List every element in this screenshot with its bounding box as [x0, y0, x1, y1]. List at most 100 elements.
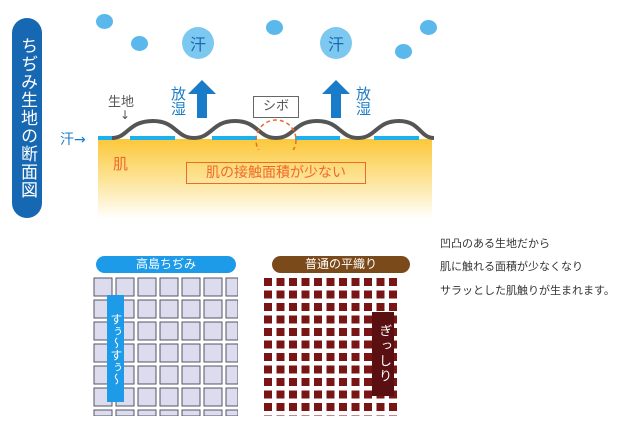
weave-cell — [339, 378, 347, 386]
weave-cell — [326, 328, 335, 336]
weave-cell — [301, 303, 310, 311]
weave-cell — [276, 390, 285, 399]
weave-cell — [339, 353, 347, 361]
weave-cell — [203, 409, 223, 416]
weave-cell — [264, 290, 272, 299]
weave-cell — [314, 278, 322, 286]
weave-cell — [137, 409, 157, 416]
weave-cell — [137, 343, 157, 363]
weave-cell — [203, 387, 223, 407]
weave-cell — [339, 278, 347, 286]
weave-cell — [326, 340, 335, 349]
weave-cell — [364, 403, 372, 411]
weave-cell — [351, 415, 360, 416]
weave-cell — [289, 365, 297, 374]
weave-cell — [159, 321, 179, 341]
weave-cell — [376, 290, 385, 299]
weave-cell — [203, 365, 223, 385]
takashima-title: 高島ちぢみ — [96, 256, 236, 273]
weave-cell — [389, 415, 397, 416]
weave-cell — [264, 278, 272, 286]
weave-cell — [314, 365, 322, 374]
weave-cell — [314, 290, 322, 299]
sweat-bubble: 汗 — [320, 27, 352, 59]
weave-cell — [225, 299, 238, 319]
weave-cell — [276, 315, 285, 324]
weave-cell — [339, 390, 347, 399]
weave-cell — [326, 415, 335, 416]
weave-cell — [389, 403, 397, 411]
weave-cell — [389, 278, 397, 286]
weave-cell — [264, 390, 272, 399]
title-pill: ちぢみ生地の断面図 — [12, 18, 42, 218]
weave-cell — [364, 278, 372, 286]
droplet — [96, 14, 113, 29]
up-arrow-icon — [322, 80, 350, 118]
weave-cell — [351, 328, 360, 336]
weave-cell — [203, 343, 223, 363]
description-line: サラッとした肌触りが生まれます。 — [440, 284, 615, 297]
weave-cell — [364, 378, 372, 386]
weave-cell — [276, 365, 285, 374]
description-line: 肌に触れる面積が少なくなり — [440, 260, 583, 273]
weave-cell — [225, 365, 238, 385]
fabric-arrow: ↓ — [120, 108, 131, 122]
up-arrow-icon — [188, 80, 216, 118]
weave-cell — [181, 277, 201, 297]
weave-cell — [326, 403, 335, 411]
weave-cell — [339, 315, 347, 324]
weave-cell — [264, 403, 272, 411]
weave-cell — [289, 415, 297, 416]
weave-cell — [115, 409, 135, 416]
weave-cell — [314, 303, 322, 311]
weave-cell — [289, 340, 297, 349]
weave-cell — [181, 321, 201, 341]
weave-cell — [181, 299, 201, 319]
weave-cell — [364, 340, 372, 349]
weave-cell — [339, 340, 347, 349]
weave-cell — [181, 409, 201, 416]
weave-cell — [276, 353, 285, 361]
droplet — [266, 20, 283, 35]
weave-cell — [289, 378, 297, 386]
weave-cell — [225, 409, 238, 416]
fabric-label: 生地 — [108, 95, 135, 110]
weave-cell — [276, 403, 285, 411]
weave-cell — [289, 403, 297, 411]
weave-cell — [93, 277, 113, 297]
weave-cell — [203, 321, 223, 341]
weave-cell — [301, 365, 310, 374]
weave-cell — [326, 315, 335, 324]
weave-cell — [314, 403, 322, 411]
weave-cell — [351, 340, 360, 349]
weave-cell — [326, 378, 335, 386]
weave-cell — [276, 303, 285, 311]
fabric-wave — [98, 118, 434, 150]
weave-cell — [225, 387, 238, 407]
weave-cell — [225, 277, 238, 297]
weave-cell — [389, 303, 397, 311]
weave-cell — [364, 290, 372, 299]
weave-cell — [264, 340, 272, 349]
droplet — [420, 20, 437, 35]
weave-cell — [181, 387, 201, 407]
weave-cell — [314, 315, 322, 324]
weave-cell — [364, 303, 372, 311]
weave-cell — [339, 415, 347, 416]
weave-cell — [289, 328, 297, 336]
weave-cell — [326, 390, 335, 399]
weave-cell — [264, 415, 272, 416]
weave-cell — [364, 353, 372, 361]
weave-cell — [339, 328, 347, 336]
description-line: 凹凸のある生地だから — [440, 237, 550, 250]
sweat-arrow-label: 汗→ — [60, 132, 86, 148]
weave-cell — [159, 365, 179, 385]
weave-cell — [314, 378, 322, 386]
weave-cell — [351, 303, 360, 311]
shibo-label: シボ — [253, 96, 299, 118]
droplet — [131, 36, 148, 51]
weave-cell — [264, 365, 272, 374]
weave-cell — [137, 321, 157, 341]
weave-cell — [301, 278, 310, 286]
weave-cell — [364, 390, 372, 399]
